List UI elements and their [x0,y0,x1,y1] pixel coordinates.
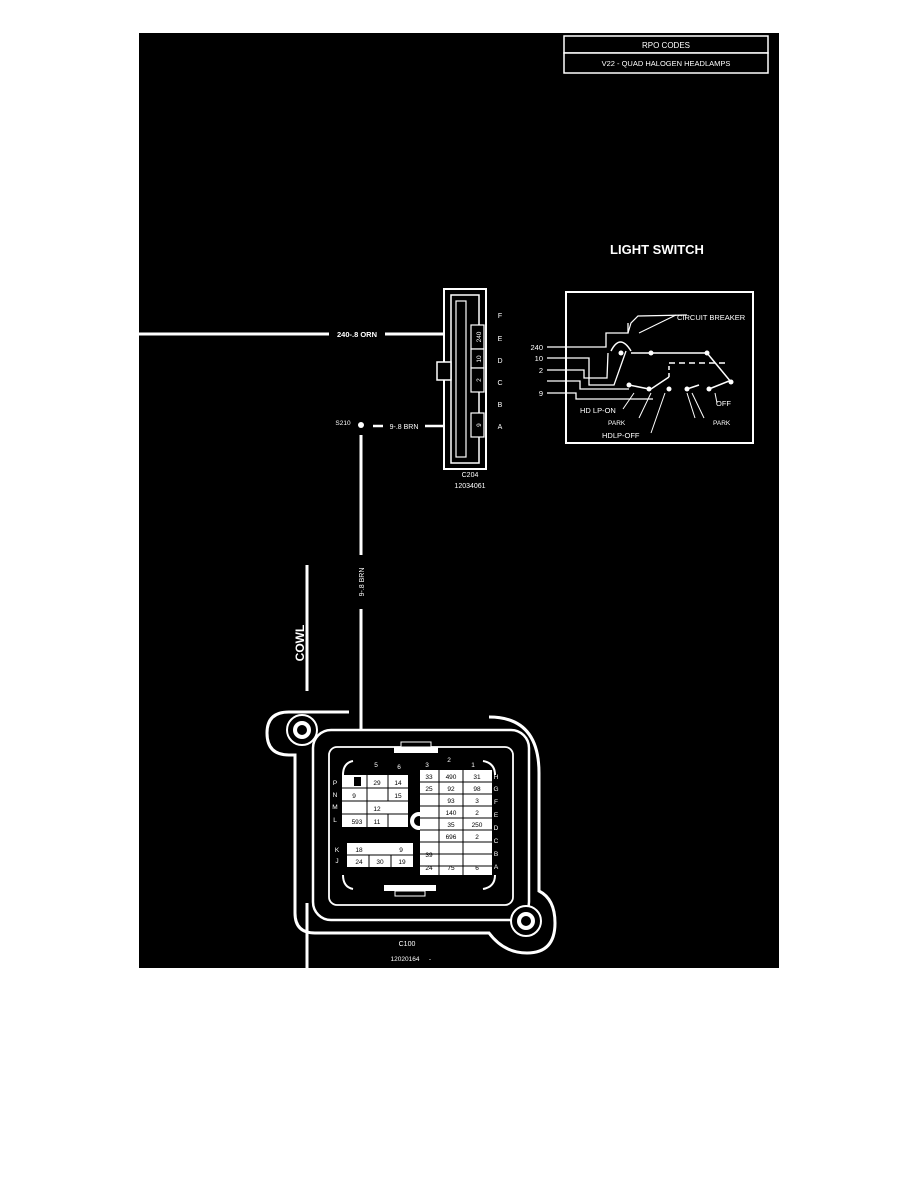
c100-right-39: 39 [425,852,433,859]
c100-row-p: P [333,780,337,787]
c100-part-suffix: - [429,956,431,963]
c100-col-2: 2 [447,757,451,764]
c204-name: C204 [462,472,479,479]
c100-row-h: H [494,774,499,781]
c100-right-696: 696 [446,834,457,841]
c100-right-250: 250 [472,822,483,829]
c204-pin-c: C [497,380,502,387]
c100-right-98: 98 [473,786,481,793]
c100-right-140: 140 [446,810,457,817]
wire-brn-label: 9-.8 BRN [390,424,419,431]
c100-name: C100 [399,941,416,948]
c204-cavity-10: 10 [476,355,483,363]
c100-row-n: N [333,792,338,799]
c100-row-d: D [494,825,499,832]
rpo-code: V22 - QUAD HALOGEN HEADLAMPS [602,59,731,68]
c204-pin-e: E [498,336,503,343]
c100-row-m: M [332,804,337,811]
c100-left-593: 593 [352,819,363,826]
c100-left-15: 15 [394,793,402,800]
c204-cavity-9: 9 [476,423,483,427]
c100-lower-30: 30 [376,859,384,866]
switch-wire-10: 10 [535,354,543,363]
c100-part: 12020164 [391,956,420,963]
c204-cavity-240: 240 [476,331,483,342]
c100-right-2a: 2 [475,810,479,817]
switch-wire-240: 240 [530,343,543,352]
park-right-label: PARK [713,420,731,427]
c100-row-k: K [335,847,340,854]
c100-row-e: E [494,812,499,819]
c100-right-25: 25 [425,786,433,793]
c100-row-f: F [494,799,498,806]
c204-pin-a: A [498,424,503,431]
c100-right-2b: 2 [475,834,479,841]
c204-connector: 240 10 2 9 F E D C B A [436,288,503,470]
c100-right-35: 35 [447,822,455,829]
c100-connector: 29 14 9 15 12 593 11 18 9 24 30 19 [265,710,557,955]
circuit-breaker-label: CIRCUIT BREAKER [677,313,746,322]
c204-pin-f: F [498,313,502,320]
hd-lp-on-label: HD LP-ON [580,406,616,415]
c100-left-29: 29 [373,780,381,787]
c100-row-a: A [494,864,499,871]
off-label: OFF [716,399,731,408]
c100-left-9: 9 [352,793,356,800]
park-left-label: PARK [608,420,626,427]
c100-right-24: 24 [425,865,433,872]
c100-right-75: 75 [447,865,455,872]
c100-row-l: L [333,817,337,824]
c100-row-g: G [493,786,498,793]
c100-lower-9: 9 [399,847,403,854]
c100-right-31: 31 [473,774,481,781]
c100-lower-24: 24 [355,859,363,866]
c204-part: 12034061 [454,483,485,490]
rpo-header: RPO CODES [642,41,690,50]
wire-brn-vertical-label: 9-.8 BRN [359,568,366,597]
cowl-label: COWL [293,625,307,662]
c100-right-93: 93 [447,798,455,805]
c100-right-92: 92 [447,786,455,793]
c204-pin-d: D [497,358,502,365]
c100-left-12: 12 [373,806,381,813]
c100-lower-19: 19 [398,859,406,866]
c100-row-j: J [335,858,338,865]
switch-wire-9: 9 [539,389,543,398]
c204-pin-b: B [498,402,503,409]
rpo-codes-box: RPO CODES V22 - QUAD HALOGEN HEADLAMPS [563,35,769,74]
c100-col-1: 1 [471,762,475,769]
wire-orn-label: 240-.8 ORN [337,330,377,339]
c100-left-14: 14 [394,780,402,787]
c100-lower-18: 18 [355,847,363,854]
c100-right-3: 3 [475,798,479,805]
c100-col-6: 6 [397,764,401,771]
c204-cavity-2: 2 [476,378,483,382]
light-switch-title: LIGHT SWITCH [610,242,704,257]
switch-wire-2: 2 [539,366,543,375]
schematic-panel: RPO CODES V22 - QUAD HALOGEN HEADLAMPS L… [139,33,779,968]
splice-label: S210 [335,420,351,427]
light-switch-schematic: 240 10 2 9 CIRCUIT BREAKER HD LP-ON PARK… [530,291,754,444]
c100-right-6: 6 [475,865,479,872]
splice-s210 [358,422,364,428]
hdlp-off-label: HDLP-OFF [602,431,640,440]
c100-right-33: 33 [425,774,433,781]
c100-left-11: 11 [374,819,381,826]
c100-col-5: 5 [374,762,378,769]
c100-right-490: 490 [446,774,457,781]
c100-row-c: C [494,838,499,845]
wiring-diagram: RPO CODES V22 - QUAD HALOGEN HEADLAMPS L… [139,35,769,968]
c100-col-3: 3 [425,762,429,769]
c100-row-b: B [494,851,498,858]
